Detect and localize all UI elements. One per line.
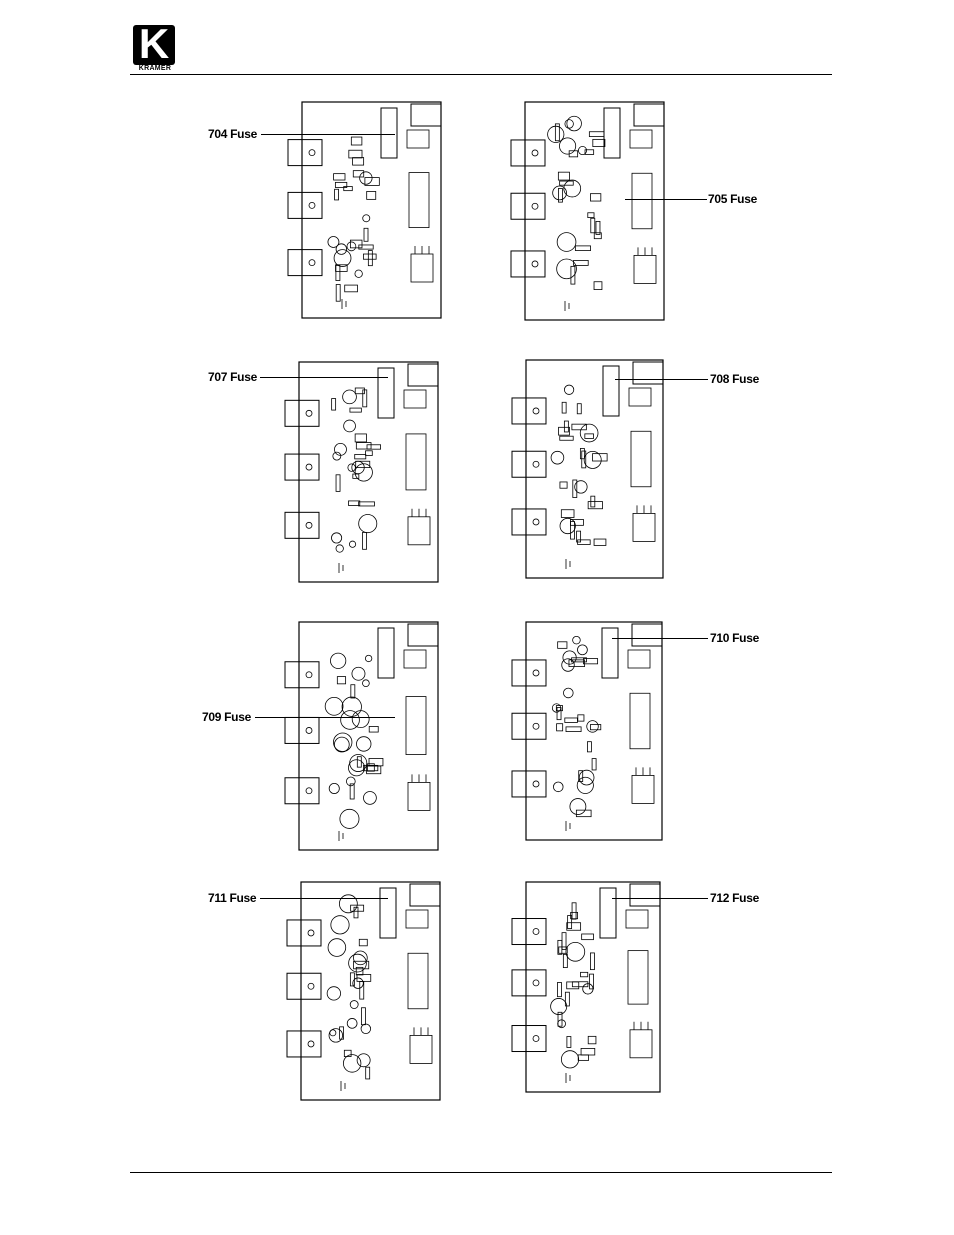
pcb-diagram-705 <box>511 100 666 322</box>
pcb-outline-710 <box>512 620 664 842</box>
fuse-leader-704 <box>261 134 395 135</box>
fuse-label-709: 709 Fuse <box>202 710 251 724</box>
pcb-diagram-712 <box>512 880 662 1094</box>
logo-wordmark: KRAMER <box>131 65 179 72</box>
pcb-outline-705 <box>511 100 666 322</box>
pcb-outline-711 <box>287 880 442 1102</box>
pcb-diagram-708 <box>512 358 665 580</box>
pcb-diagram-711 <box>287 880 442 1102</box>
pcb-diagram-704 <box>288 100 443 320</box>
pcb-diagram-709 <box>285 620 440 852</box>
fuse-leader-705 <box>625 199 707 200</box>
fuse-label-710: 710 Fuse <box>710 631 759 645</box>
fuse-leader-708 <box>615 379 708 380</box>
fuse-label-704: 704 Fuse <box>208 127 257 141</box>
pcb-outline-712 <box>512 880 662 1094</box>
fuse-leader-707 <box>260 377 388 378</box>
fuse-label-705: 705 Fuse <box>708 192 757 206</box>
logo-letter: K <box>133 21 175 67</box>
fuse-label-708: 708 Fuse <box>710 372 759 386</box>
pcb-outline-707 <box>285 360 440 584</box>
fuse-leader-711 <box>260 898 388 899</box>
logo-badge: K <box>133 25 175 65</box>
fuse-label-711: 711 Fuse <box>208 891 256 905</box>
fuse-label-707: 707 Fuse <box>208 370 257 384</box>
fuse-label-712: 712 Fuse <box>710 891 759 905</box>
pcb-diagram-707 <box>285 360 440 584</box>
fuse-leader-710 <box>612 638 708 639</box>
pcb-outline-704 <box>288 100 443 320</box>
kramer-logo: K KRAMER <box>133 25 177 73</box>
fuse-leader-712 <box>612 898 708 899</box>
header-rule <box>130 74 832 75</box>
footer-rule <box>130 1172 832 1173</box>
pcb-diagram-710 <box>512 620 664 842</box>
pcb-outline-709 <box>285 620 440 852</box>
fuse-leader-709 <box>255 717 395 718</box>
pcb-outline-708 <box>512 358 665 580</box>
